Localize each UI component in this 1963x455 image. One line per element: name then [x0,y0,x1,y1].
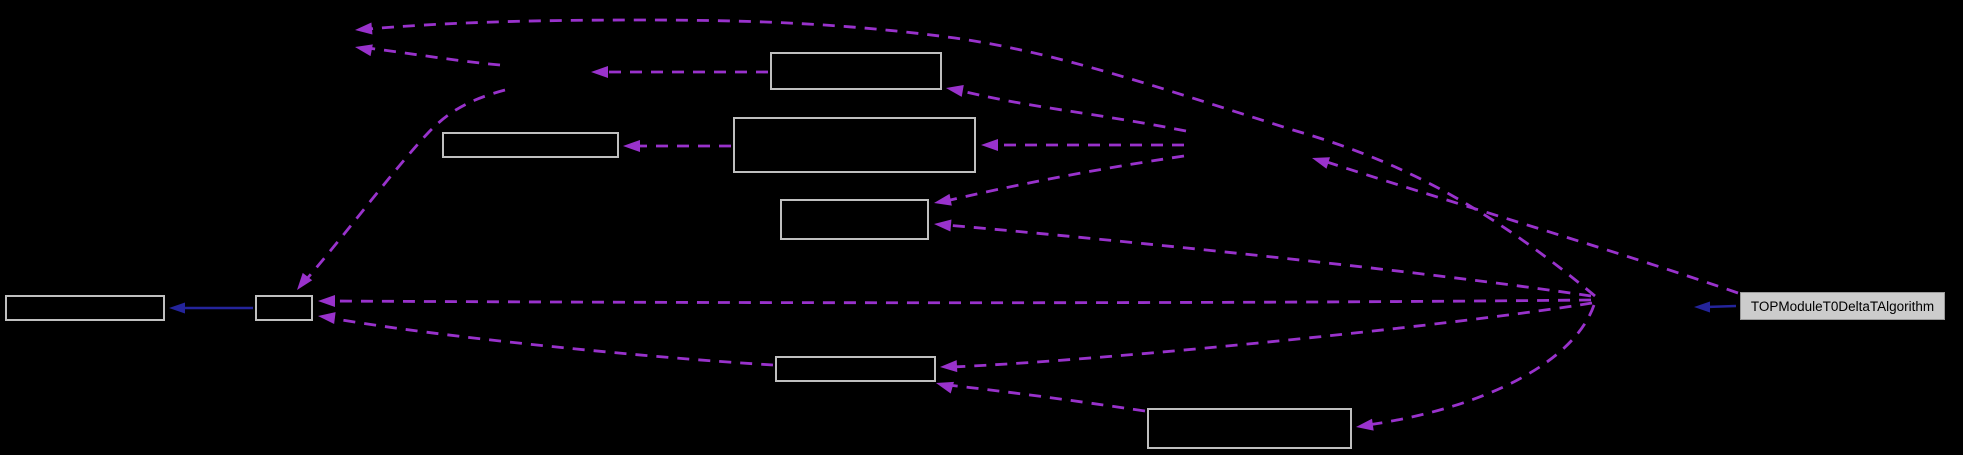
inheritance-edges [169,301,1737,314]
arrowhead-icon [934,193,952,206]
edge-usage [329,298,1592,305]
node-lower-center[interactable] [775,356,936,382]
central-node-label: TOPModuleT0DeltaTAlgorithm [1750,298,1935,314]
arrowhead-icon [934,219,952,232]
edge-usage [947,383,1146,413]
node-bottom-right[interactable] [1147,408,1352,449]
arrowhead-icon [623,140,640,152]
arrowhead-icon [297,272,313,290]
arrowhead-icon [1356,418,1374,431]
edge-inheritance [1705,304,1737,309]
arrowhead-icon [940,360,958,373]
edge-usage [367,46,501,67]
central-node: TOPModuleT0DeltaTAlgorithm [1740,292,1945,320]
node-mid-left[interactable] [442,132,619,158]
arrowhead-icon [981,139,998,151]
edge-usage [1367,304,1596,427]
arrowhead-icon [355,22,373,35]
node-mid-center[interactable] [780,199,929,240]
node-left-small[interactable] [255,295,313,321]
edge-usage [303,88,506,282]
edge-usage [957,88,1187,133]
arrowhead-icon [318,312,336,325]
node-far-left[interactable] [5,295,165,321]
edge-usage [1323,159,1739,295]
arrowhead-icon [355,44,373,57]
edge-usage [329,316,774,367]
arrowhead-icon [318,295,335,307]
node-upper-large[interactable] [733,117,976,173]
arrowhead-icon [1312,157,1331,169]
edge-usage [367,18,1596,298]
arrowhead-icon [1694,301,1710,313]
arrowhead-icon [169,302,185,314]
edge-usage [945,223,1592,298]
arrowhead-icon [946,85,964,97]
edge-usage [951,301,1593,369]
node-top[interactable] [770,52,942,90]
edge-usage [945,154,1185,203]
usage-edges [297,18,1739,431]
arrowhead-icon [591,66,608,78]
arrowhead-icon [936,381,954,394]
